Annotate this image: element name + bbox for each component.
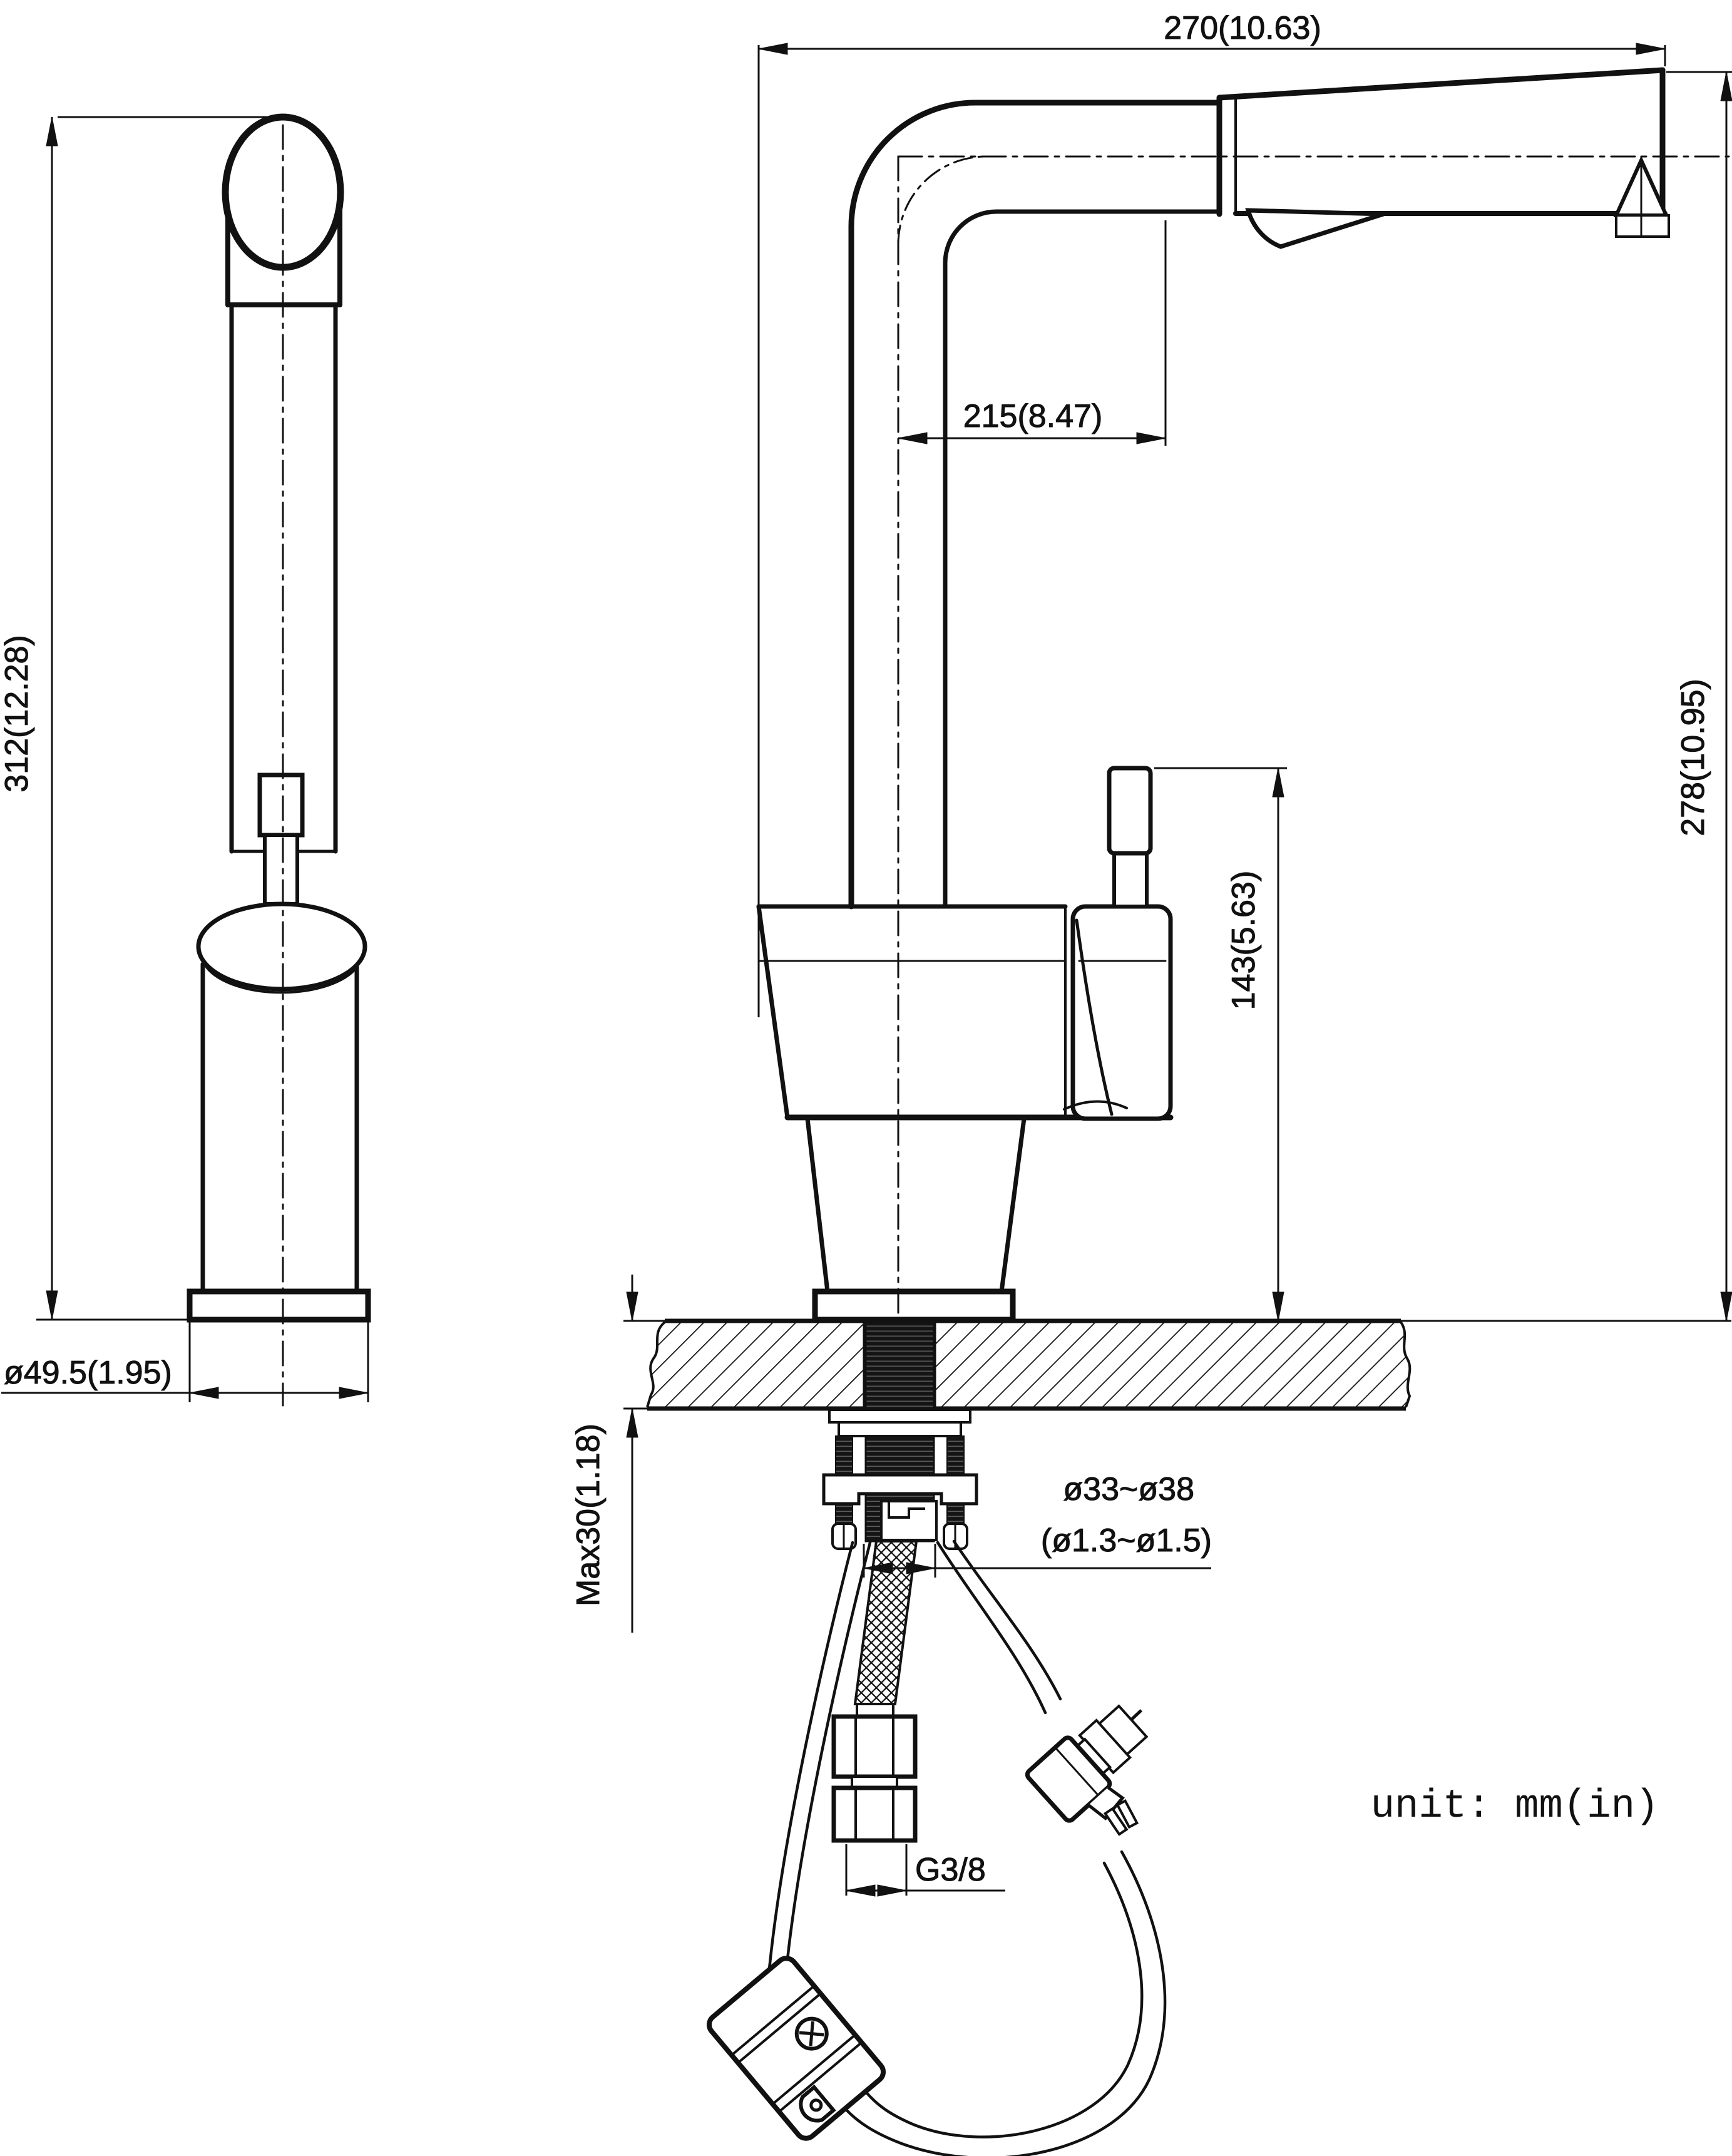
base-collar-front (812, 1288, 1016, 1323)
supply-hose-right-inner (952, 1539, 1062, 1701)
washer-upper (828, 1409, 971, 1424)
hex-nut-lower (831, 1785, 918, 1843)
dim-handle-height: 143(5.63) (1154, 767, 1287, 1322)
dim-overall-reach: 270(10.63) (757, 10, 1666, 1017)
ball-joint-inner-line (205, 966, 358, 994)
base-flange-side (187, 1288, 371, 1323)
hex-facets-lower (854, 1788, 894, 1840)
dim-text-overall-reach: 270(10.63) (1164, 10, 1321, 46)
dim-text-supply-thread: G3/8 (915, 1852, 986, 1888)
phillips-cross-icon (799, 2021, 824, 2046)
ext-lines (863, 1544, 936, 1578)
hose-loop-outer (843, 1850, 1167, 2156)
dim-side-height: 312(12.28) (0, 116, 279, 1321)
dim-text-side-height: 312(12.28) (0, 635, 35, 793)
dim-hole-diameter: ø33~ø38 (ø1.3~ø1.5) (863, 1471, 1212, 1578)
block-band-lower (772, 2033, 863, 2113)
body-cylinder-side (200, 962, 359, 1294)
fitting-body-line (1054, 1747, 1100, 1797)
dim-text-base-diameter: ø49.5(1.95) (4, 1355, 172, 1391)
ext-lines (188, 1322, 369, 1402)
keyhole-pin-icon (809, 2098, 823, 2112)
body-left-edge (756, 904, 790, 1120)
unit-note: unit: mm(in) (1371, 1784, 1659, 1829)
ext-lines (845, 1844, 908, 1896)
supply-hose-right-outer (936, 1541, 1047, 1715)
hub-bottom-arc (1063, 1100, 1128, 1111)
handle-stem-side (263, 833, 299, 906)
g38-coupling (831, 1703, 918, 1843)
dim-text-hole-in: (ø1.3~ø1.5) (1041, 1522, 1212, 1559)
shank-window-latch (888, 1501, 925, 1519)
washer-lower (838, 1421, 962, 1437)
elbow-inner-arc (943, 209, 999, 265)
quick-connect-fitting (1025, 1704, 1149, 1836)
hose-weight-block (706, 1956, 886, 2141)
hex-nut-upper (831, 1714, 918, 1779)
block-band-upper (730, 1984, 822, 2064)
dim-text-reach-to-head: 215(8.47) (963, 398, 1103, 434)
ball-joint-side (196, 901, 367, 992)
countertop-section (623, 1318, 1731, 1411)
dim-base-diameter: ø49.5(1.95) (1, 1322, 369, 1402)
clamp-bracket (822, 1473, 978, 1506)
dim-text-front-height: 278(10.95) (1675, 679, 1711, 836)
elbow-centerline-arc (897, 155, 987, 245)
dim-front-height: 278(10.95) (1666, 71, 1732, 1322)
elbow-outer-arc (848, 100, 978, 230)
dim-deck-thickness: Max30(1.18) (570, 1275, 638, 1633)
fitting-prong-upper (1115, 1799, 1139, 1829)
deck-edge-extensions (623, 1320, 1731, 1410)
spray-trigger-wedge (1245, 208, 1385, 249)
deck-break-left (646, 1321, 666, 1408)
dim-text-deck-thickness: Max30(1.18) (570, 1424, 607, 1606)
braided-hose (853, 1540, 918, 1705)
hub-diagonal-line (1075, 918, 1114, 1116)
dim-supply-thread: G3/8 (845, 1844, 1005, 1897)
dim-text-handle-height: 143(5.63) (1226, 871, 1262, 1010)
handle-lever-side (257, 773, 305, 838)
hex-facets-upper (854, 1717, 894, 1777)
head-top-edge (1216, 67, 1666, 101)
riser-pipe-side (229, 302, 338, 854)
mounting-hardware (822, 1321, 978, 1550)
deck-hatch-left (647, 1322, 864, 1407)
handle-lever-front (1107, 766, 1153, 856)
handle-hub (1070, 904, 1173, 1121)
deck-hole-walls (863, 1322, 936, 1407)
fitting-clip (1087, 1786, 1125, 1821)
dim-text-hole-mm: ø33~ø38 (1063, 1471, 1194, 1507)
deck-break-right (1400, 1321, 1412, 1408)
fitting-prong-lower (1103, 1807, 1129, 1836)
dim-reach-to-head: 215(8.47) (898, 220, 1167, 446)
side-view (187, 113, 371, 1407)
aerator-tab (1615, 214, 1670, 238)
block-outline (706, 1956, 886, 2141)
deck-hatch-right (935, 1322, 1410, 1407)
base-neck-sides (805, 1116, 1027, 1294)
hose-loop-inner (863, 1861, 1144, 2138)
front-view (756, 67, 1730, 1416)
handle-stem-front (1112, 851, 1149, 908)
